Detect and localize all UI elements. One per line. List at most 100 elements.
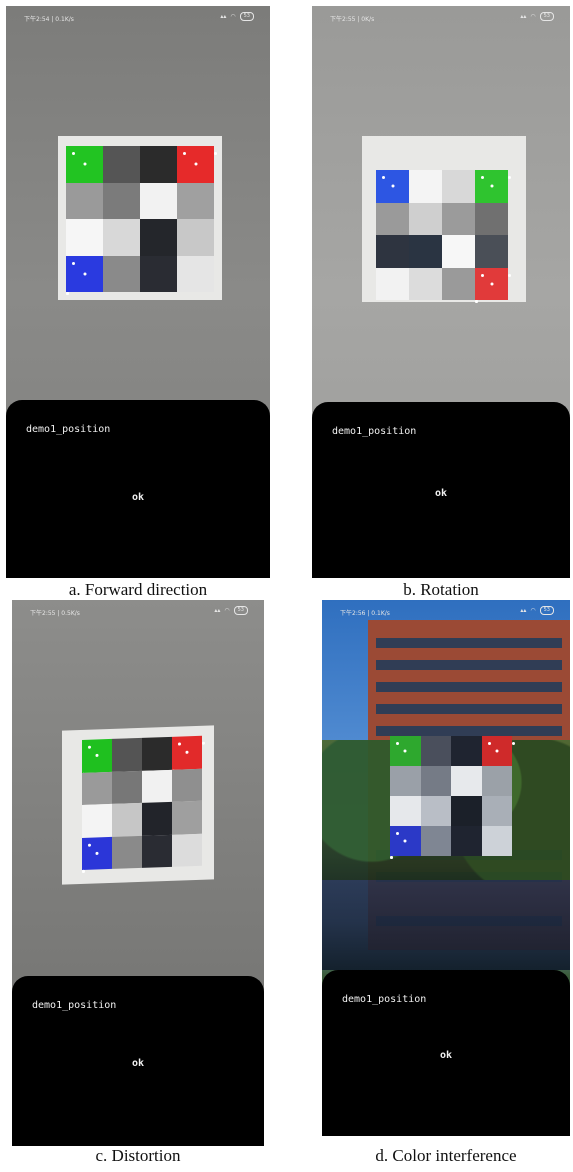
marker-cell bbox=[177, 255, 214, 292]
marker-cell bbox=[172, 768, 202, 802]
signal-icon: ▴▴ bbox=[520, 13, 527, 20]
ok-button[interactable]: ok bbox=[439, 1050, 453, 1061]
marker-dot bbox=[183, 152, 186, 155]
marker-dot bbox=[178, 742, 181, 746]
marker-cell bbox=[390, 736, 424, 769]
marker-dot bbox=[202, 741, 205, 745]
marker-dot bbox=[83, 272, 86, 276]
result-dialog-b: demo1_position ok bbox=[312, 402, 570, 578]
phone-screen-b: 下午2:55 | 0K/s ▴▴ ◠ 53 demo1_position ok bbox=[312, 6, 570, 578]
marker-dot bbox=[487, 742, 491, 745]
marker-cell bbox=[112, 802, 142, 837]
wifi-icon: ◠ bbox=[530, 13, 536, 20]
marker-grid-d bbox=[390, 736, 515, 859]
marker-cell bbox=[142, 801, 172, 836]
status-bar-b: 下午2:55 | 0K/s ▴▴ ◠ 53 bbox=[312, 6, 570, 28]
caption-a: a. Forward direction bbox=[68, 580, 208, 599]
signal-icon: ▴▴ bbox=[214, 607, 221, 614]
phone-screen-a: 下午2:54 | 0.1K/s ▴▴ ◠ 53 demo1_position o… bbox=[6, 6, 270, 578]
result-dialog-c: demo1_position ok bbox=[12, 976, 264, 1146]
wifi-icon: ◠ bbox=[224, 607, 230, 614]
marker-dot bbox=[72, 261, 75, 265]
marker-grid-c bbox=[82, 735, 205, 873]
marker-dot bbox=[475, 300, 478, 303]
marker-cell bbox=[390, 826, 424, 859]
marker-cell bbox=[66, 182, 103, 219]
ok-button[interactable]: ok bbox=[434, 488, 448, 499]
marker-dot bbox=[185, 750, 189, 755]
marker-cell bbox=[475, 267, 511, 303]
status-bar-d: 下午2:56 | 0.1K/s ▴▴ ◠ 53 bbox=[322, 600, 570, 622]
marker-dot bbox=[403, 749, 407, 753]
marker-cell bbox=[140, 219, 177, 256]
marker-cell bbox=[409, 170, 442, 203]
marker-cell bbox=[376, 202, 409, 235]
result-dialog-d: demo1_position ok bbox=[322, 970, 570, 1136]
marker-cell bbox=[112, 835, 142, 869]
marker-dot bbox=[396, 742, 399, 745]
phone-screen-c: 下午2:55 | 0.5K/s ▴▴ ◠ 53 demo1_position o… bbox=[12, 600, 264, 1146]
marker-cell bbox=[442, 170, 475, 203]
marker-cell bbox=[103, 146, 140, 183]
status-time: 下午2:55 | 0.5K/s bbox=[30, 610, 80, 617]
panel-c: 下午2:55 | 0.5K/s ▴▴ ◠ 53 demo1_position o… bbox=[12, 600, 268, 1172]
status-time: 下午2:55 | 0K/s bbox=[330, 16, 375, 23]
marker-dot bbox=[490, 184, 493, 188]
marker-cell bbox=[376, 267, 409, 300]
marker-cell bbox=[475, 170, 511, 206]
marker-cell bbox=[172, 800, 202, 835]
marker-card-b bbox=[362, 136, 526, 303]
marker-cell bbox=[451, 736, 482, 766]
marker-grid-b bbox=[376, 170, 511, 303]
marker-cell bbox=[451, 766, 482, 796]
marker-cell bbox=[66, 219, 103, 256]
marker-cell bbox=[177, 182, 214, 219]
status-time: 下午2:54 | 0.1K/s bbox=[24, 16, 74, 23]
result-dialog-a: demo1_position ok bbox=[6, 400, 270, 578]
signal-icon: ▴▴ bbox=[520, 607, 527, 614]
marker-cell bbox=[66, 146, 106, 186]
ok-button[interactable]: ok bbox=[131, 492, 145, 503]
marker-dot bbox=[83, 162, 86, 166]
marker-cell bbox=[82, 836, 115, 873]
marker-grid-a bbox=[66, 146, 217, 295]
caption-c: c. Distortion bbox=[95, 1146, 181, 1165]
marker-card-c bbox=[62, 725, 214, 885]
marker-cell bbox=[409, 235, 442, 268]
panel-d: 下午2:56 | 0.1K/s ▴▴ ◠ 53 demo1_position o… bbox=[322, 600, 573, 1172]
status-time: 下午2:56 | 0.1K/s bbox=[340, 610, 390, 617]
marker-cell bbox=[481, 736, 515, 769]
battery-icon: 53 bbox=[239, 12, 254, 21]
ok-button[interactable]: ok bbox=[131, 1058, 145, 1069]
marker-cell bbox=[451, 826, 482, 856]
marker-cell bbox=[442, 235, 475, 268]
marker-cell bbox=[66, 255, 106, 295]
marker-dot bbox=[95, 754, 99, 758]
marker-cell bbox=[420, 766, 451, 796]
marker-cell bbox=[451, 796, 482, 826]
marker-cell bbox=[172, 833, 202, 867]
marker-cell bbox=[442, 202, 475, 235]
marker-cell bbox=[172, 735, 205, 773]
caption-d: d. Color interference bbox=[375, 1146, 517, 1165]
marker-dot bbox=[66, 292, 69, 295]
marker-dot bbox=[214, 152, 217, 155]
phone-screen-d: 下午2:56 | 0.1K/s ▴▴ ◠ 53 demo1_position o… bbox=[322, 600, 570, 1136]
marker-cell bbox=[409, 202, 442, 235]
marker-cell bbox=[82, 803, 112, 838]
marker-cell bbox=[475, 235, 508, 268]
marker-dot bbox=[382, 176, 385, 179]
marker-dot bbox=[481, 176, 484, 179]
dialog-title: demo1_position bbox=[26, 424, 111, 435]
marker-cell bbox=[142, 736, 172, 771]
marker-dot bbox=[88, 843, 91, 847]
marker-cell bbox=[82, 738, 115, 776]
wifi-icon: ◠ bbox=[530, 607, 536, 614]
marker-cell bbox=[140, 182, 177, 219]
marker-cell bbox=[376, 235, 409, 268]
marker-cell bbox=[409, 267, 442, 300]
battery-icon: 53 bbox=[539, 606, 554, 615]
marker-dot bbox=[95, 851, 99, 855]
marker-cell bbox=[112, 770, 142, 804]
marker-cell bbox=[140, 255, 177, 292]
